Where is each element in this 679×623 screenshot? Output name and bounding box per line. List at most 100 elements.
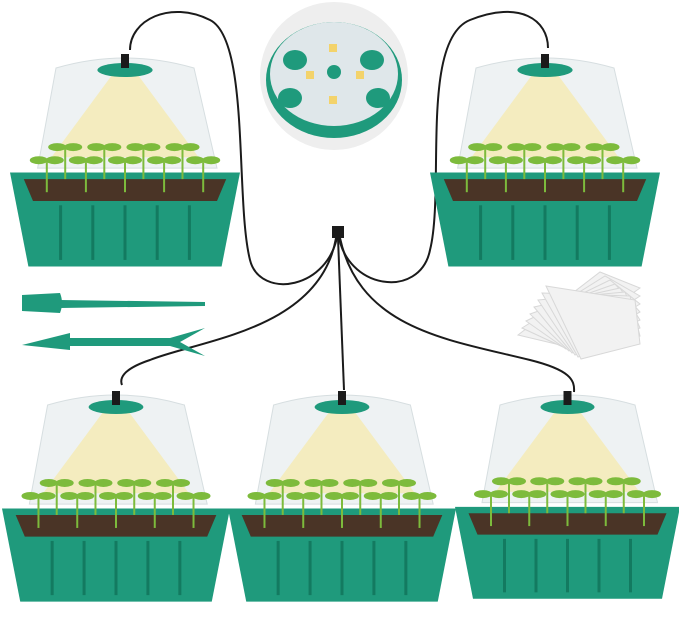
seedling-leaf [583, 156, 602, 165]
seedling-leaf [643, 490, 661, 499]
seedling-leaf [544, 156, 562, 165]
seedling-leaf [508, 477, 526, 486]
seedling-leaf [320, 478, 339, 487]
seedling-leaf [181, 143, 200, 152]
seedling-leaf [172, 478, 190, 487]
seedling-leaf [68, 156, 87, 165]
led-chip [329, 44, 337, 52]
seedling-leaf [286, 491, 305, 500]
seedling-leaf [585, 143, 604, 152]
seedling-leaf [325, 491, 343, 500]
seedling-leaf [507, 143, 526, 152]
seed-tray [2, 391, 230, 602]
seedling-leaf [84, 156, 103, 165]
light-beam [51, 73, 199, 158]
seed-tray [228, 391, 456, 602]
seedling-leaf [163, 156, 182, 165]
disc-hole [283, 50, 307, 70]
seedling-leaf [379, 491, 398, 500]
lamp-cap [540, 400, 595, 414]
cable [337, 237, 345, 391]
seedling-leaf [99, 491, 117, 500]
disc-hole [360, 50, 384, 70]
usb-hub [332, 226, 344, 238]
lamp-cap [517, 63, 573, 77]
seed-tray [10, 54, 240, 267]
seedling-leaf [247, 491, 266, 500]
seedling-leaf [304, 478, 323, 487]
seedling-leaf [302, 491, 321, 500]
seedling-leaf [490, 490, 508, 499]
seedling-leaf [622, 477, 641, 486]
seedling-leaf [137, 491, 156, 500]
seedling-leaf [60, 491, 79, 500]
seedling-leaf [265, 478, 284, 487]
light-beam [495, 410, 640, 492]
seedling-leaf [48, 143, 67, 152]
cable [337, 10, 549, 284]
seed-tray [455, 391, 679, 599]
seedling-leaf [126, 143, 145, 152]
seedling-leaf [115, 491, 133, 500]
lamp-cap [88, 400, 144, 414]
dibber-fork [70, 328, 205, 356]
seedling-leaf [359, 478, 378, 487]
seedling-leaf [281, 478, 300, 487]
seedling-leaf [94, 478, 113, 487]
seedling-leaf [488, 156, 507, 165]
garden-tools [22, 293, 205, 356]
seedling-leaf [186, 156, 205, 165]
seedling-leaf [402, 491, 421, 500]
usb-plug [541, 54, 549, 68]
seedling-leaf [567, 156, 586, 165]
led-chip [356, 71, 364, 79]
disc-hole [366, 88, 390, 108]
seedling-leaf [568, 477, 587, 486]
seedling-leaf [606, 156, 625, 165]
seed-trays [2, 54, 679, 602]
seedling-leaf [147, 156, 166, 165]
seedling-leaf [584, 477, 603, 486]
seedling-leaf [468, 143, 487, 152]
seedling-leaf [492, 477, 510, 486]
seedling-leaf [341, 491, 359, 500]
seedling-leaf [588, 490, 607, 499]
lamp-cap [97, 63, 153, 77]
seedling-leaf [21, 491, 40, 500]
seedling-leaf [606, 477, 625, 486]
seedling-leaf [39, 478, 58, 487]
seedling-leaf [117, 478, 136, 487]
seedling-leaf [484, 143, 503, 152]
seedling-leaf [37, 491, 56, 500]
garden-shovel [22, 293, 62, 313]
usb-plug [563, 391, 572, 405]
seedling-leaf [382, 478, 400, 487]
seedling-leaf [566, 490, 585, 499]
seedling-leaf [165, 143, 184, 152]
seedling-leaf [76, 491, 95, 500]
light-beam [471, 73, 619, 158]
seedling-leaf [87, 143, 106, 152]
usb-plug [121, 54, 129, 68]
seedling-leaf [604, 490, 623, 499]
seedling-leaf [156, 478, 174, 487]
seed-tray [430, 54, 660, 267]
disc-center [327, 65, 341, 79]
led-chip [306, 71, 314, 79]
seedling-leaf [124, 156, 142, 165]
plant-label [545, 285, 641, 360]
seedling-leaf [512, 490, 531, 499]
seedling-leaf [192, 491, 211, 500]
seedling-leaf [64, 143, 83, 152]
seedling-leaf [202, 156, 221, 165]
led-chip [329, 96, 337, 104]
seedling-leaf [546, 477, 565, 486]
lamp-cap [314, 400, 370, 414]
seedling-leaf [103, 143, 122, 152]
light-beam [269, 410, 415, 494]
seedling-leaf [398, 478, 416, 487]
usb-plug [338, 391, 346, 405]
seedling-leaf [133, 478, 152, 487]
seedling-leaf [474, 490, 492, 499]
